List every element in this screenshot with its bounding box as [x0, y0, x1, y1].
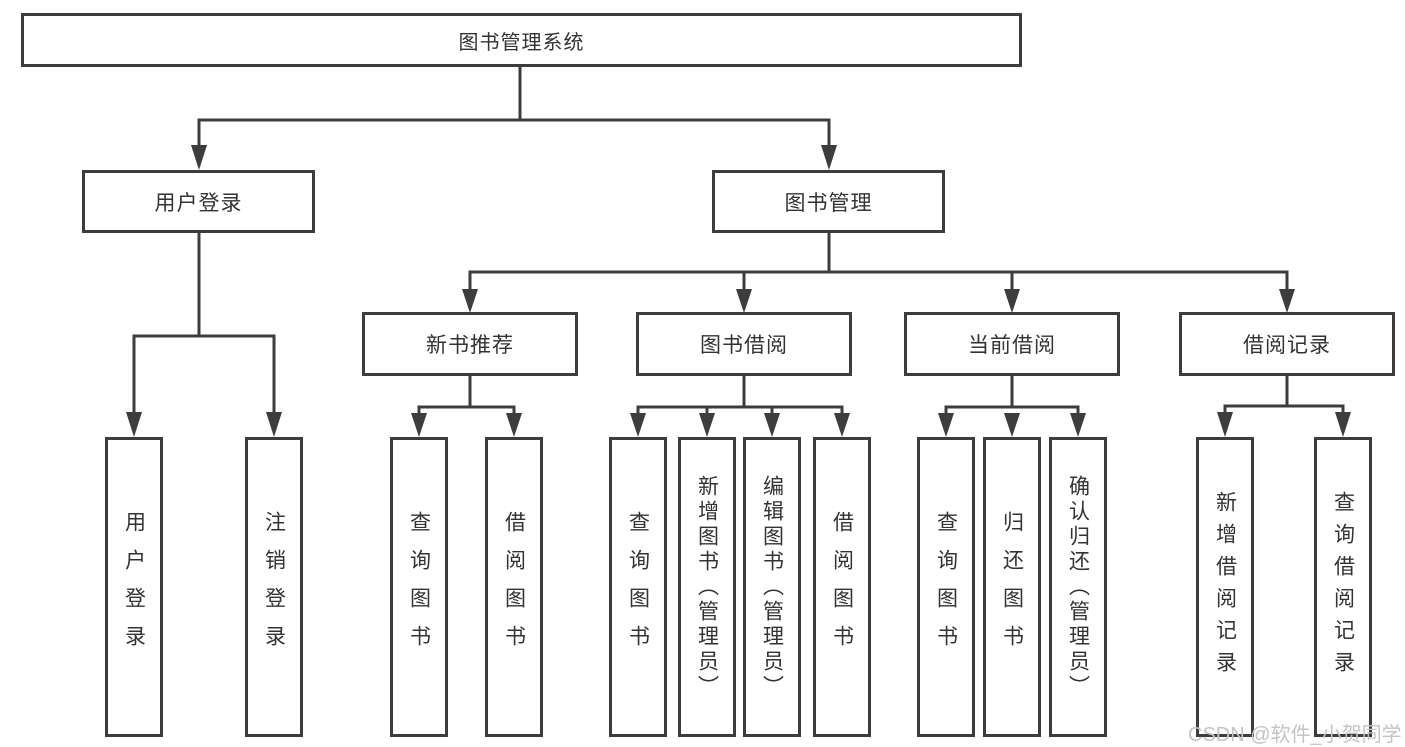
- node-user-login-label: 用户登录: [154, 191, 243, 215]
- node-root: 图书管理系统: [21, 13, 1022, 67]
- leaf-borrow-books-label: 借阅图书: [830, 511, 854, 663]
- leaf-return-book-label: 归还图书: [1000, 511, 1024, 663]
- leaf-logout-label: 注销登录: [262, 511, 286, 663]
- node-user-login: 用户登录: [82, 170, 315, 233]
- node-borrow-records-label: 借阅记录: [1243, 334, 1331, 357]
- leaf-query-borrow-record-label: 查询借阅记录: [1331, 491, 1355, 683]
- node-book-management: 图书管理: [712, 170, 945, 233]
- leaf-borrow-books: 借阅图书: [813, 437, 871, 737]
- node-borrow-records: 借阅记录: [1179, 312, 1395, 376]
- leaf-query-borrow-record: 查询借阅记录: [1314, 437, 1372, 737]
- leaf-add-borrow-record-label: 新增借阅记录: [1213, 491, 1237, 683]
- node-book-management-label: 图书管理: [784, 191, 873, 215]
- leaf-edit-book-admin-label: 编辑图书（管理员）: [760, 474, 784, 700]
- leaf-add-book-admin-label: 新增图书（管理员）: [695, 474, 719, 700]
- node-book-borrow-label: 图书借阅: [700, 334, 788, 357]
- leaf-return-book: 归还图书: [983, 437, 1041, 737]
- leaf-query-books-borrow-label: 查询图书: [626, 511, 650, 663]
- leaf-query-books-recommend: 查询图书: [390, 437, 448, 737]
- leaf-logout: 注销登录: [245, 437, 303, 737]
- leaf-query-books-borrow: 查询图书: [609, 437, 667, 737]
- leaf-user-login: 用户登录: [105, 437, 163, 737]
- node-book-borrow: 图书借阅: [636, 312, 852, 376]
- watermark: CSDN @软件_小贺同学: [1188, 724, 1402, 746]
- leaf-borrow-books-recommend: 借阅图书: [485, 437, 543, 737]
- node-current-borrow-label: 当前借阅: [968, 334, 1056, 357]
- leaf-confirm-return-admin-label: 确认归还（管理员）: [1066, 474, 1090, 700]
- node-new-book-recommend: 新书推荐: [362, 312, 578, 376]
- node-new-book-recommend-label: 新书推荐: [426, 334, 514, 357]
- leaf-query-books-recommend-label: 查询图书: [407, 511, 431, 663]
- leaf-borrow-books-recommend-label: 借阅图书: [502, 511, 526, 663]
- leaf-query-books-current-label: 查询图书: [934, 511, 958, 663]
- leaf-confirm-return-admin: 确认归还（管理员）: [1049, 437, 1107, 737]
- leaf-edit-book-admin: 编辑图书（管理员）: [743, 437, 801, 737]
- node-root-label: 图书管理系统: [458, 31, 585, 54]
- leaf-add-book-admin: 新增图书（管理员）: [678, 437, 736, 737]
- leaf-add-borrow-record: 新增借阅记录: [1196, 437, 1254, 737]
- leaf-query-books-current: 查询图书: [917, 437, 975, 737]
- node-current-borrow: 当前借阅: [904, 312, 1120, 376]
- leaf-user-login-label: 用户登录: [122, 511, 146, 663]
